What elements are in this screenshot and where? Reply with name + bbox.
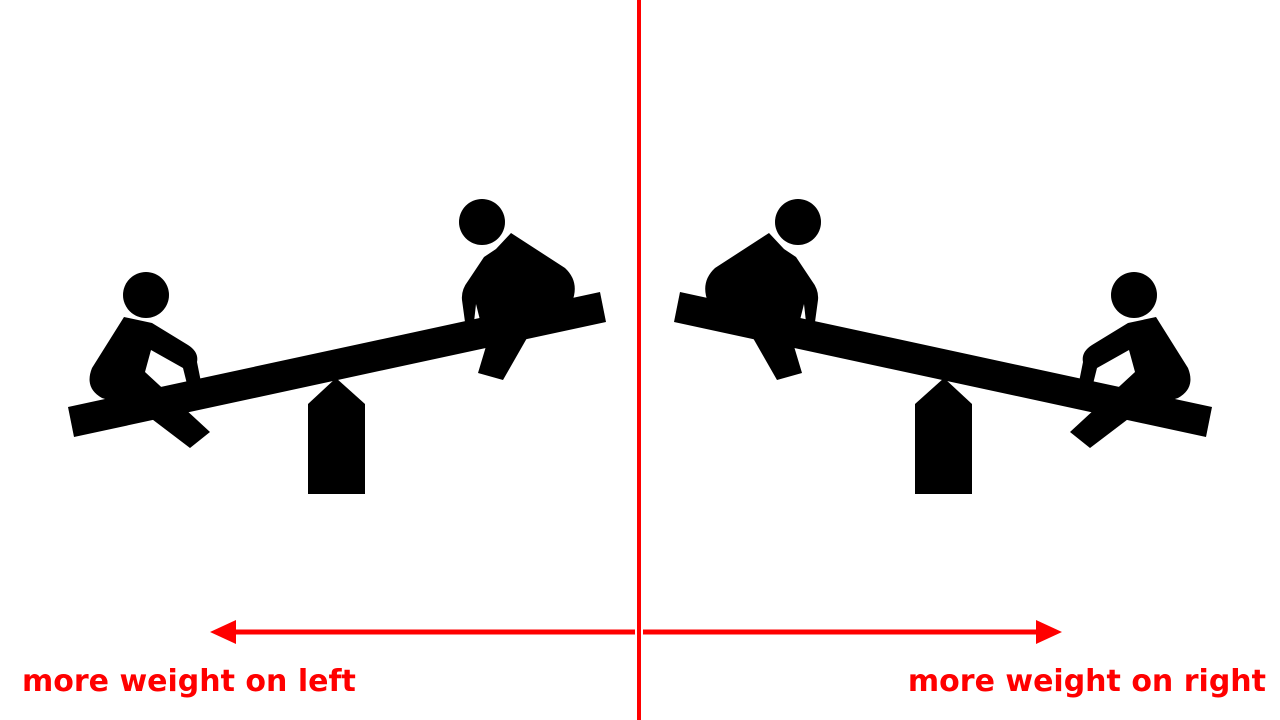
seesaw-left-icon	[68, 199, 606, 494]
seesaw-right-icon	[674, 199, 1212, 494]
right-caption: more weight on right	[907, 664, 1266, 699]
left-arrow	[210, 620, 635, 644]
left-caption: more weight on left	[22, 664, 356, 699]
right-arrow	[643, 620, 1062, 644]
